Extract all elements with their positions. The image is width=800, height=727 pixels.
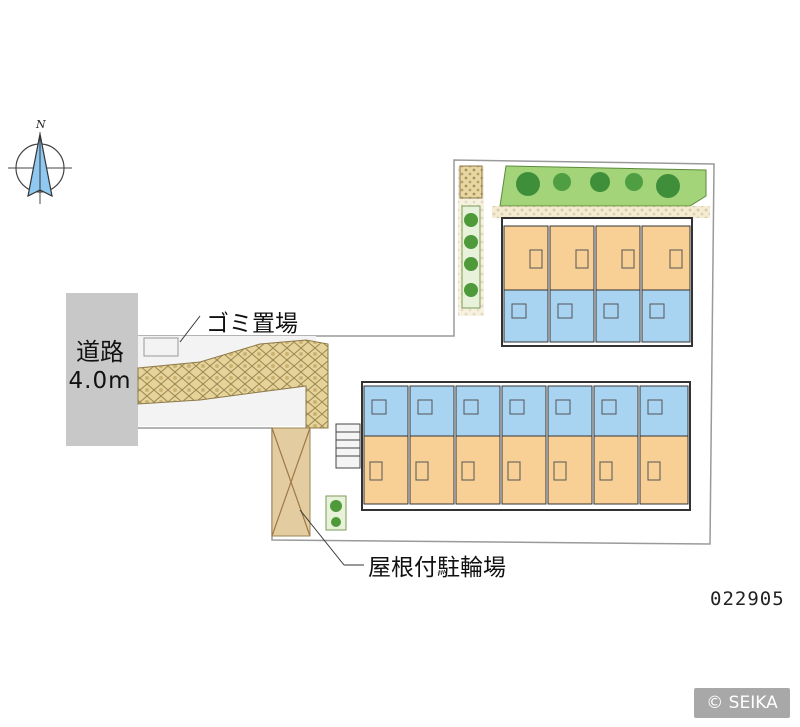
compass-north-label: N <box>35 118 46 131</box>
greenery-north <box>499 165 707 207</box>
covered-bike-parking <box>271 427 311 537</box>
planter-west <box>459 165 483 199</box>
garbage-area-label: ゴミ置場 <box>206 311 298 337</box>
bike-leader-line <box>299 509 345 566</box>
stone-walkway <box>137 339 329 429</box>
road-label: 道路 <box>76 338 124 366</box>
garbage-area <box>143 337 179 357</box>
stairs <box>335 423 361 469</box>
apartment-building-south <box>361 381 691 511</box>
bike-parking-label: 屋根付駐輪場 <box>368 555 506 581</box>
planter-south <box>325 495 347 531</box>
map-code: 022905 <box>710 588 785 610</box>
road-width-label: 4.0m <box>68 368 132 394</box>
garbage-leader-line <box>179 315 201 343</box>
hedge-west <box>461 205 481 309</box>
copyright-badge: © SEIKA <box>694 688 790 718</box>
compass-icon: N <box>8 118 72 204</box>
road <box>66 293 138 446</box>
apartment-building-north <box>501 217 693 347</box>
